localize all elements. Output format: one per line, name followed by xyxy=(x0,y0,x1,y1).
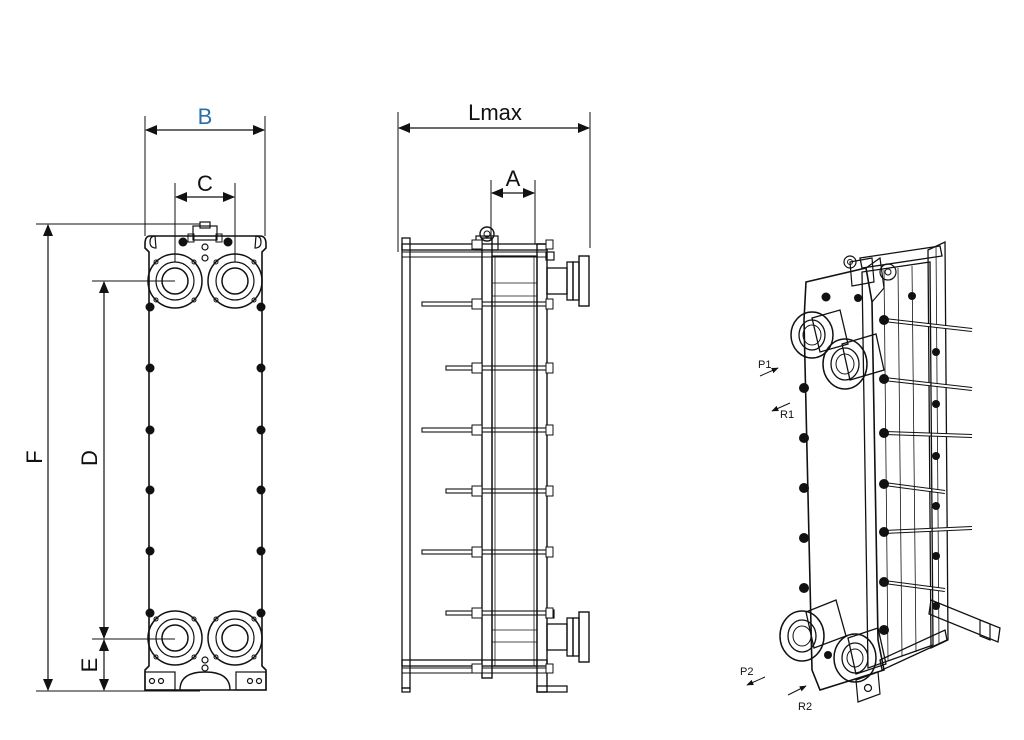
dimension-lmax: Lmax xyxy=(397,100,591,252)
iso-nozzle-top-right xyxy=(822,333,885,390)
iso-view: P1 R1 P2 R2 xyxy=(740,240,1001,713)
side-frame-plate xyxy=(536,243,568,693)
front-view: B C F D E xyxy=(22,104,267,692)
iso-carrying-bars xyxy=(859,245,948,671)
side-plate-pack xyxy=(491,255,538,667)
iso-nozzle-bottom-left xyxy=(779,599,847,662)
front-frame-plate xyxy=(144,221,267,691)
dimension-e-label: E xyxy=(77,658,102,673)
iso-support-column xyxy=(927,240,1001,650)
dimension-b-label: B xyxy=(198,104,213,129)
dimension-a: A xyxy=(490,166,536,244)
port-label-r1: R1 xyxy=(780,409,794,421)
iso-bolt-nuts xyxy=(799,292,940,659)
iso-tie-rods xyxy=(883,318,973,592)
front-port-top-left xyxy=(147,253,203,309)
dimension-f: F xyxy=(22,223,200,692)
front-port-top-right xyxy=(207,253,263,309)
side-view: Lmax A xyxy=(397,100,591,693)
dimension-lmax-label: Lmax xyxy=(468,100,522,125)
dimension-e: E xyxy=(77,639,109,691)
side-tie-bolts xyxy=(420,239,554,674)
dimension-b: B xyxy=(144,104,266,236)
iso-nozzle-bottom-right xyxy=(833,627,887,683)
front-tie-bolts xyxy=(145,237,266,618)
iso-nozzle-top-left xyxy=(790,309,849,359)
side-nozzle-top xyxy=(545,251,590,307)
front-port-bottom-left xyxy=(147,610,203,666)
port-label-r2: R2 xyxy=(798,701,812,713)
port-label-p2: P2 xyxy=(740,666,753,678)
dimension-d: D xyxy=(77,280,175,640)
iso-port-labels: P1 R1 P2 R2 xyxy=(740,359,812,713)
dimension-a-label: A xyxy=(506,166,521,191)
front-port-bottom-right xyxy=(207,610,263,666)
port-label-p1: P1 xyxy=(758,359,771,371)
dimension-f-label: F xyxy=(22,450,47,463)
iso-plate-pack xyxy=(861,261,934,669)
dimension-c-label: C xyxy=(197,171,213,196)
dimension-c: C xyxy=(174,171,236,262)
dimension-d-label: D xyxy=(77,450,102,466)
